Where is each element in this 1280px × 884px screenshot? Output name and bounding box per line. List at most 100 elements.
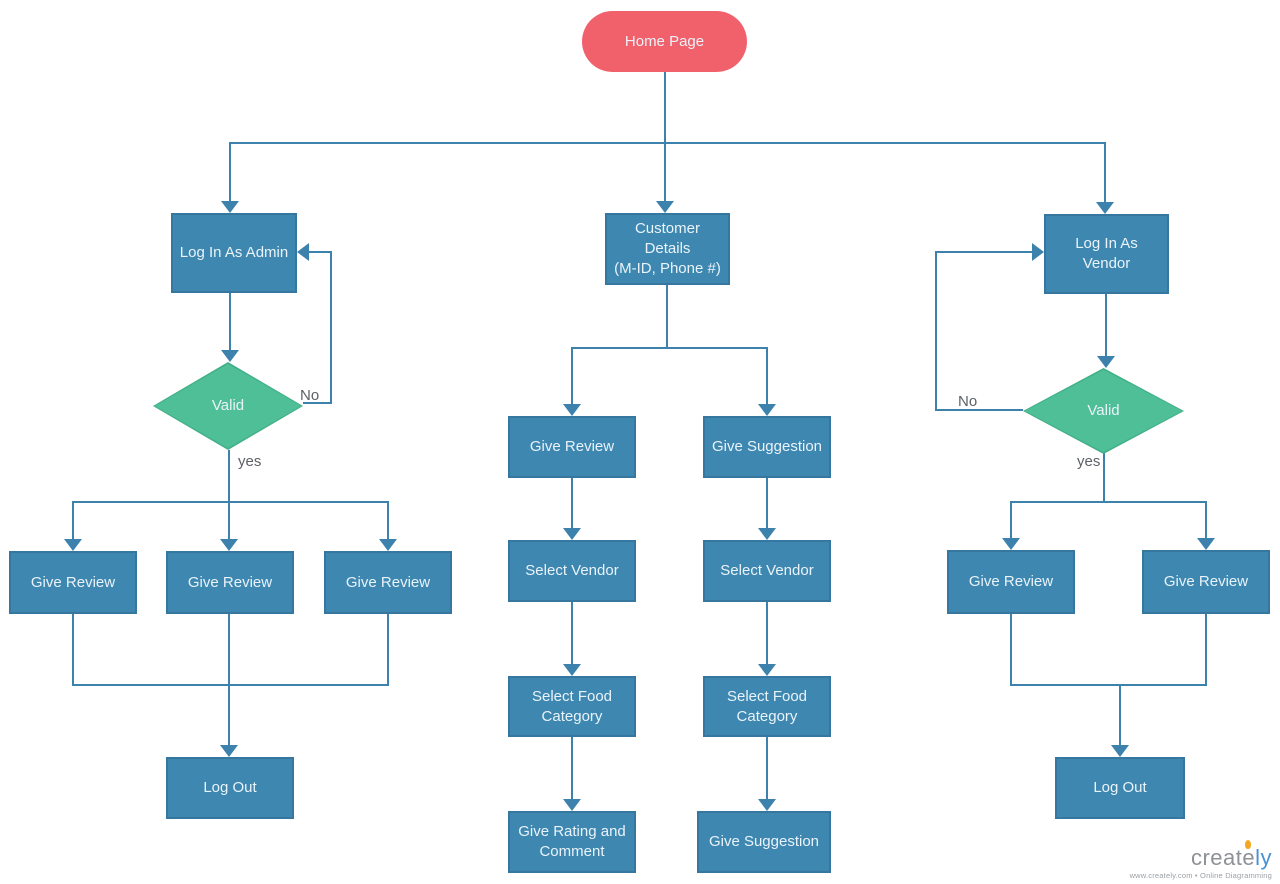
connector-vendor-merge-left (1010, 614, 1012, 686)
node-label: Give Review (1163, 573, 1249, 591)
node-give-suggestion-final[interactable]: Give Suggestion (697, 811, 831, 873)
connector-top-to-customer (664, 142, 666, 202)
creately-logo: creately (1130, 840, 1272, 870)
arrowhead-into-admin-logout (220, 745, 238, 757)
connector-customer-down (666, 285, 668, 349)
connector-top-to-admin (229, 142, 231, 202)
node-customer-details[interactable]: Customer Details (M-ID, Phone #) (605, 213, 730, 285)
creately-tagline: www.creately.com • Online Diagramming (1129, 871, 1272, 880)
connector-review-to-vendor-select (571, 478, 573, 529)
arrowhead-into-vendor-logout (1111, 745, 1129, 757)
node-label: Give Review (187, 573, 273, 591)
connector-home-down (664, 72, 666, 144)
connector-top-split (229, 142, 1106, 144)
arrowhead-into-valid-vendor (1097, 356, 1115, 368)
node-label: Select Vendor (720, 562, 814, 580)
connector-admin-no-bottom (303, 402, 332, 404)
arrowhead-vendor-no-loop (1032, 243, 1044, 261)
node-admin-give-review-1[interactable]: Give Review (9, 551, 137, 614)
node-customer-give-review[interactable]: Give Review (508, 416, 636, 478)
connector-food1-to-rating (571, 737, 573, 800)
arrowhead-into-vendor-review-1 (1002, 538, 1020, 550)
node-login-vendor[interactable]: Log In As Vendor (1044, 214, 1169, 294)
arrowhead-into-customer-details (656, 201, 674, 213)
connector-vendor-to-valid (1105, 294, 1107, 357)
connector-admin-merge (72, 684, 389, 686)
arrowhead-into-select-food-1 (563, 664, 581, 676)
connector-vendor-merge-right (1205, 614, 1207, 686)
connector-food2-to-suggestion (766, 737, 768, 800)
arrowhead-into-customer-review (563, 404, 581, 416)
node-customer-give-suggestion[interactable]: Give Suggestion (703, 416, 831, 478)
node-login-admin[interactable]: Log In As Admin (171, 213, 297, 293)
node-label: Log In As Admin (179, 244, 289, 262)
node-label: Give Review (968, 573, 1054, 591)
node-label: Log In As Vendor (1075, 235, 1138, 272)
connector-admin-split-mid (228, 501, 230, 540)
connector-vendor-split-right (1205, 501, 1207, 539)
connector-vendor2-to-food2 (766, 602, 768, 665)
connector-admin-yes (228, 450, 230, 502)
arrowhead-into-admin-review-3 (379, 539, 397, 551)
node-suggestion-select-vendor[interactable]: Select Vendor (703, 540, 831, 602)
edge-label-admin-no: No (300, 387, 320, 404)
connector-admin-no-top (308, 251, 332, 253)
arrowhead-into-select-vendor-1 (563, 528, 581, 540)
creately-watermark[interactable]: creately www.creately.com • Online Diagr… (1129, 840, 1272, 880)
connector-admin-no-vertical (330, 251, 332, 404)
node-label: Select Food Category (726, 687, 808, 725)
node-review-select-food-category[interactable]: Select Food Category (508, 676, 636, 737)
node-label: Customer Details (M-ID, Phone #) (614, 220, 721, 277)
node-label: Valid (1087, 402, 1120, 420)
connector-admin-split (72, 501, 389, 503)
connector-customer-split (571, 347, 768, 349)
arrowhead-into-login-vendor (1096, 202, 1114, 214)
node-label: Give Suggestion (708, 833, 820, 851)
arrowhead-into-select-vendor-2 (758, 528, 776, 540)
node-review-select-vendor[interactable]: Select Vendor (508, 540, 636, 602)
node-suggestion-select-food-category[interactable]: Select Food Category (703, 676, 831, 737)
node-valid-vendor[interactable]: Valid (1023, 368, 1184, 454)
node-vendor-give-review-2[interactable]: Give Review (1142, 550, 1270, 614)
connector-admin-to-logout (228, 614, 230, 746)
node-label: Log Out (1093, 779, 1147, 797)
node-label: Give Review (30, 573, 116, 591)
node-label: Give Rating and Comment (518, 823, 626, 860)
edge-label-vendor-no: No (958, 393, 978, 410)
arrowhead-into-valid-admin (221, 350, 239, 362)
node-label: Select Vendor (525, 562, 619, 580)
connector-vendor-split-left (1010, 501, 1012, 539)
node-valid-admin[interactable]: Valid (153, 362, 303, 450)
connector-vendor-no-vertical (935, 251, 937, 411)
node-home-page[interactable]: Home Page (582, 11, 747, 72)
arrowhead-into-login-admin (221, 201, 239, 213)
node-label: Give Suggestion (711, 438, 823, 456)
node-admin-give-review-2[interactable]: Give Review (166, 551, 294, 614)
creately-brand-gray: create (1190, 845, 1256, 870)
arrowhead-into-vendor-review-2 (1197, 538, 1215, 550)
node-vendor-log-out[interactable]: Log Out (1055, 757, 1185, 819)
arrowhead-into-admin-review-1 (64, 539, 82, 551)
connector-vendor1-to-food1 (571, 602, 573, 665)
node-give-rating-and-comment[interactable]: Give Rating and Comment (508, 811, 636, 873)
arrowhead-into-admin-review-2 (220, 539, 238, 551)
node-label: Select Food Category (531, 687, 613, 725)
connector-top-to-vendor (1104, 142, 1106, 203)
arrowhead-into-give-rating (563, 799, 581, 811)
node-label: Log Out (203, 779, 257, 797)
creately-brand-blue: ly (1255, 845, 1272, 870)
connector-admin-split-right (387, 501, 389, 540)
node-label: Give Review (345, 573, 431, 591)
arrowhead-into-select-food-2 (758, 664, 776, 676)
arrowhead-into-give-suggestion-final (758, 799, 776, 811)
connector-customer-split-left (571, 347, 573, 405)
node-label: Give Review (529, 438, 615, 456)
node-admin-log-out[interactable]: Log Out (166, 757, 294, 819)
node-vendor-give-review-1[interactable]: Give Review (947, 550, 1075, 614)
arrowhead-admin-no-loop (297, 243, 309, 261)
connector-vendor-yes (1103, 453, 1105, 502)
connector-vendor-to-logout (1119, 684, 1121, 746)
node-admin-give-review-3[interactable]: Give Review (324, 551, 452, 614)
connector-customer-split-right (766, 347, 768, 405)
connector-admin-to-valid (229, 293, 231, 351)
